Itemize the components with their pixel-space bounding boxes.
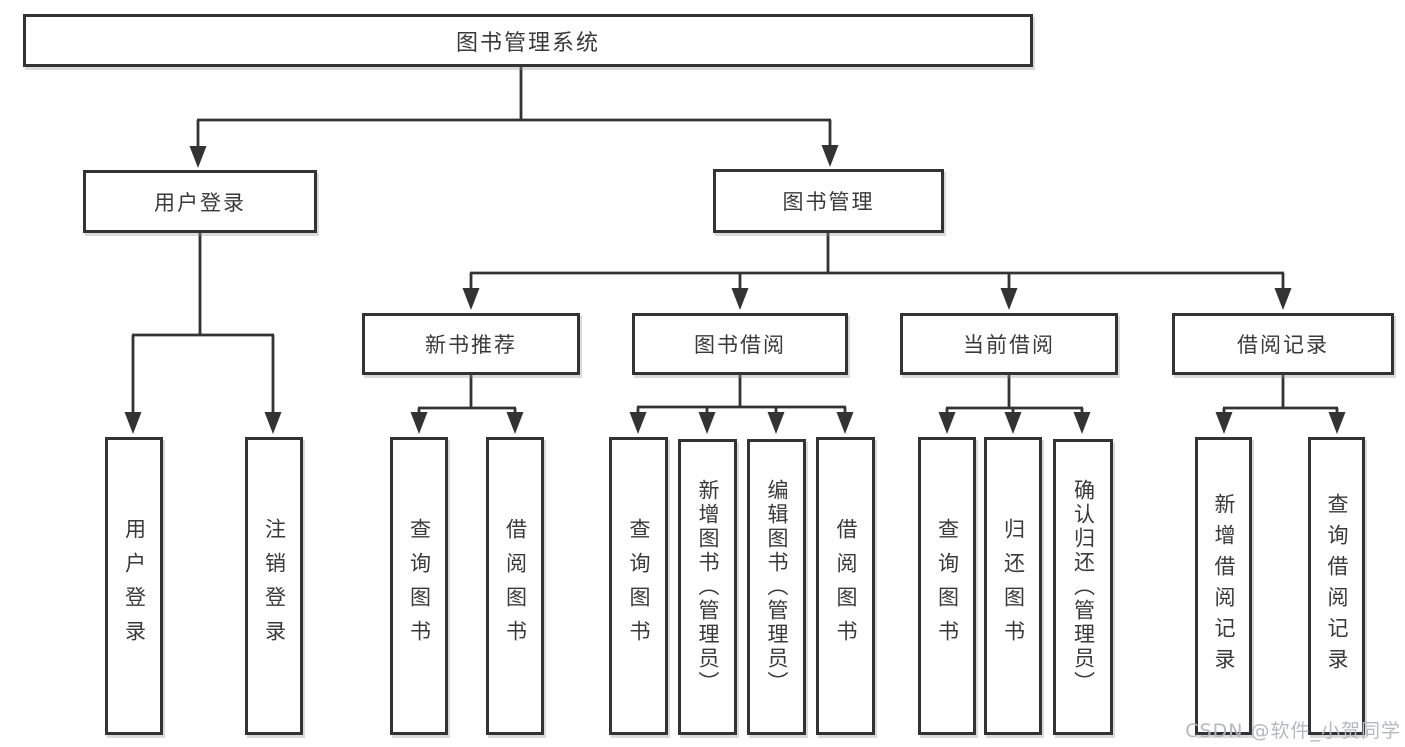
node-current-borrow: 当前借阅 [900,313,1118,375]
node-new-book-recommend-label: 新书推荐 [425,333,517,357]
leaf-user-login: 用户登录 [105,437,163,735]
leaf-add-books-admin-label: 新增图书（管理员） [696,479,720,695]
leaf-add-books-admin: 新增图书（管理员） [678,439,737,735]
leaf-edit-books-admin-label: 编辑图书（管理员） [765,479,789,695]
node-book-management: 图书管理 [713,169,944,233]
leaf-add-borrow-record: 新增借阅记录 [1195,437,1252,735]
leaf-logout-label: 注销登录 [262,518,287,654]
node-user-login-label: 用户登录 [154,190,246,215]
leaf-borrow-borrow-books-label: 借阅图书 [834,518,858,654]
node-borrow-records-label: 借阅记录 [1237,333,1329,357]
leaf-current-query-books-label: 查询图书 [935,518,960,654]
leaf-query-borrow-record-label: 查询借阅记录 [1325,493,1349,679]
leaf-user-login-label: 用户登录 [122,518,147,654]
leaf-borrow-borrow-books: 借阅图书 [816,437,875,735]
leaf-return-books-label: 归还图书 [1001,518,1026,654]
leaf-confirm-return-admin: 确认归还（管理员） [1053,439,1113,735]
node-book-management-label: 图书管理 [782,190,875,214]
leaf-borrow-query-books-label: 查询图书 [627,518,651,654]
leaf-current-query-books: 查询图书 [918,437,976,735]
leaf-recommend-query-books-label: 查询图书 [407,518,432,654]
leaf-add-borrow-record-label: 新增借阅记录 [1212,493,1236,679]
leaf-recommend-borrow-books: 借阅图书 [486,437,544,735]
node-book-borrow: 图书借阅 [632,313,848,375]
leaf-confirm-return-admin-label: 确认归还（管理员） [1071,479,1096,695]
csdn-watermark: CSDN @软件_小贺同学 [1185,720,1401,742]
leaf-return-books: 归还图书 [984,437,1042,735]
node-new-book-recommend: 新书推荐 [362,313,580,375]
leaf-edit-books-admin: 编辑图书（管理员） [747,439,806,735]
leaf-query-borrow-record: 查询借阅记录 [1308,437,1365,735]
node-user-login: 用户登录 [83,170,317,233]
leaf-logout: 注销登录 [245,437,303,735]
node-library-system-label: 图书管理系统 [455,30,600,56]
node-book-borrow-label: 图书借阅 [694,333,786,357]
node-borrow-records: 借阅记录 [1172,313,1394,375]
node-current-borrow-label: 当前借阅 [963,333,1055,357]
leaf-borrow-query-books: 查询图书 [609,437,668,735]
leaf-recommend-borrow-books-label: 借阅图书 [503,518,528,654]
node-library-system: 图书管理系统 [23,14,1033,67]
leaf-recommend-query-books: 查询图书 [390,437,448,735]
